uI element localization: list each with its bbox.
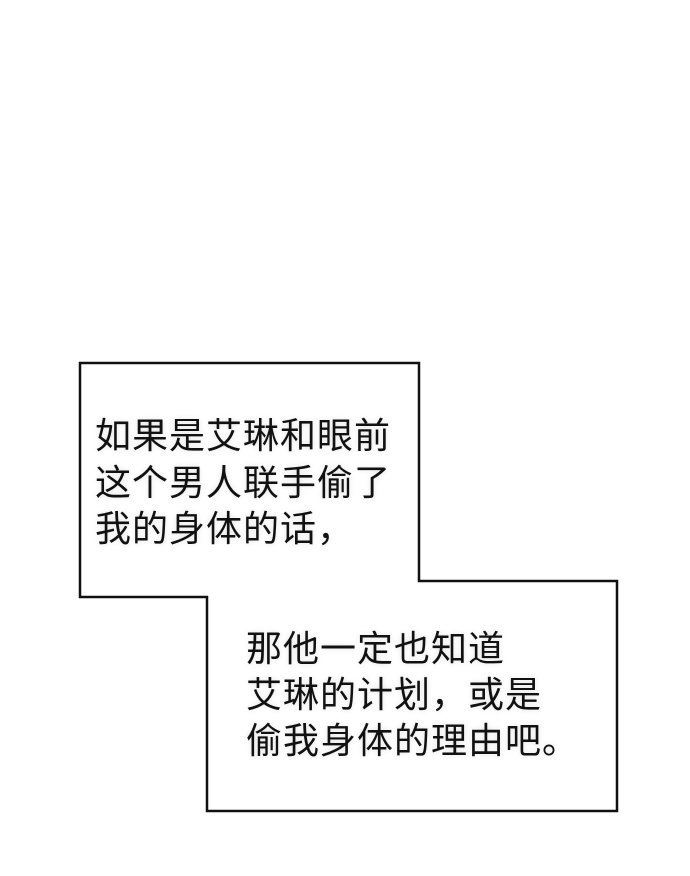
- caption-1-line-3: 我的身体的话，: [95, 509, 355, 550]
- caption-2-line-2: 艾琳的计划，或是: [246, 675, 543, 716]
- caption-1-line-2: 这个男人联手偷了: [95, 463, 392, 504]
- caption-box-outline: [78, 361, 619, 813]
- caption-2-line-1: 那他一定也知道: [246, 629, 506, 670]
- caption-1-line-1: 如果是艾琳和眼前: [95, 416, 392, 457]
- caption-2-line-3: 偷我身体的理由吧。: [246, 721, 580, 762]
